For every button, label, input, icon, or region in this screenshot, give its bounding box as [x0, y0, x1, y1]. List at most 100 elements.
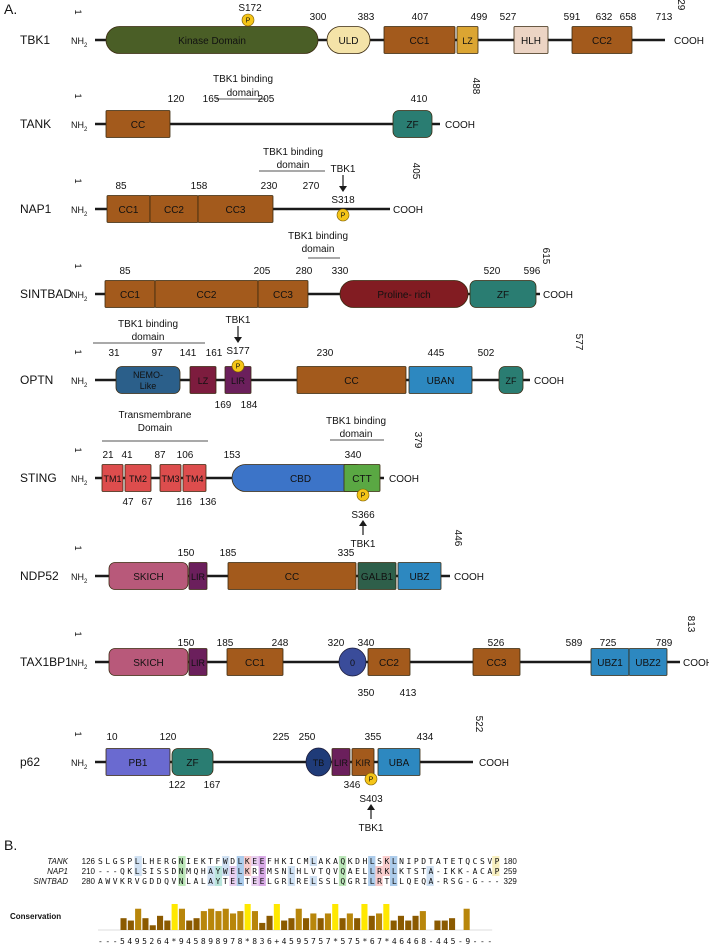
- residue-number: 383: [358, 12, 375, 23]
- domain-label: SKICH: [133, 658, 164, 669]
- domain-nemo-: NEMO-Like: [115, 366, 181, 394]
- residue-number: 10: [106, 732, 118, 743]
- domain-label: UBZ2: [635, 658, 661, 669]
- domain-shape: [105, 26, 319, 54]
- domain-label: CC1: [118, 205, 138, 216]
- phosphate-letter: P: [361, 493, 366, 500]
- domain-label: LIR: [231, 376, 246, 386]
- conservation-bar: [120, 918, 127, 930]
- residue-number: 205: [254, 266, 271, 277]
- residue-number: 725: [600, 638, 617, 649]
- residue-number: 136: [200, 497, 217, 508]
- domain-shape: [197, 195, 274, 223]
- domain-lir: LIR: [331, 748, 351, 776]
- domain-label: TM2: [129, 474, 147, 484]
- domain-ubz1: UBZ1: [590, 648, 630, 676]
- domain-hlh: HLH: [513, 26, 549, 54]
- c-terminus: COOH: [674, 36, 704, 47]
- domain-label: CC2: [164, 205, 184, 216]
- phosphate-icon: [356, 488, 370, 502]
- residue-highlight: [178, 876, 186, 886]
- start-residue: 1: [73, 263, 83, 268]
- residue-number: 230: [261, 181, 278, 192]
- phosphate-icon: [336, 208, 350, 222]
- start-residue: 1: [73, 349, 83, 354]
- domain-label: LZ: [462, 36, 473, 46]
- residue-highlight: [251, 856, 259, 866]
- residue-highlight: [207, 876, 215, 886]
- kinase-label: TBK1: [225, 315, 250, 326]
- kinase-label: TBK1: [350, 539, 375, 550]
- conservation-bar: [193, 918, 200, 930]
- conservation-bar: [171, 904, 178, 930]
- protein-name: TAX1BP1: [20, 655, 72, 669]
- domain-shape: [571, 26, 633, 54]
- annotation: TBK1 binding: [263, 147, 323, 158]
- domain-zf: ZF: [498, 366, 524, 394]
- domain-pb1: PB1: [105, 748, 171, 776]
- domain-label: TM3: [162, 474, 180, 484]
- residue-number: 153: [224, 450, 241, 461]
- sequence-start: 126: [82, 857, 96, 866]
- end-residue: 446: [452, 530, 463, 547]
- domain-cc1: CC1: [383, 26, 456, 54]
- conservation-bar: [127, 920, 134, 930]
- domain-tm1: TM1: [101, 464, 124, 492]
- start-residue: 1: [73, 631, 83, 636]
- residue-number: 205: [258, 94, 275, 105]
- domain-shape: [189, 366, 217, 394]
- end-residue: 615: [540, 248, 551, 265]
- domain-label: ZF: [186, 758, 198, 769]
- residue-highlight: [426, 876, 434, 886]
- domain-shape: [513, 26, 549, 54]
- domain-label: GALB1: [361, 572, 394, 583]
- annotation: domain: [132, 332, 165, 343]
- domain-cc2: CC2: [149, 195, 199, 223]
- domain-label: ZF: [497, 290, 509, 301]
- residue-number: 410: [411, 94, 428, 105]
- residue-highlight: [375, 866, 383, 876]
- conservation-bar: [295, 908, 302, 930]
- residue-number: 185: [220, 548, 237, 559]
- residue-number: 300: [310, 12, 327, 23]
- annotation: domain: [340, 429, 373, 440]
- residue-highlight: [214, 876, 223, 886]
- domain-kir: KIR: [351, 748, 375, 776]
- start-residue: 1: [73, 9, 83, 14]
- protein-name: NDP52: [20, 569, 59, 583]
- domain-label: CC2: [379, 658, 399, 669]
- conservation-bar: [332, 904, 339, 930]
- domain-label: CC: [131, 120, 145, 131]
- annotation: domain: [302, 244, 335, 255]
- end-residue: 729: [675, 0, 686, 11]
- domain-shape: [305, 747, 332, 777]
- protein-name: TBK1: [20, 33, 50, 47]
- conservation-bar: [266, 915, 273, 930]
- domain-label: CC: [285, 572, 299, 583]
- panel-b-label: B.: [4, 837, 17, 853]
- domain-shape: [124, 464, 152, 492]
- residue-highlight: [309, 876, 317, 886]
- residue-highlight: [134, 856, 142, 866]
- conservation-bar: [222, 908, 229, 930]
- residue-highlight: [492, 866, 500, 876]
- c-terminus: COOH: [479, 758, 509, 769]
- domain-0: 0: [338, 647, 367, 677]
- domain-shape: [469, 280, 537, 308]
- n-terminus: NH2: [71, 758, 88, 771]
- domain-shape: [397, 562, 442, 590]
- domain-label: UBZ1: [597, 658, 623, 669]
- domain-label: ZF: [506, 376, 517, 386]
- residue-number: 85: [115, 181, 127, 192]
- domain-shape: [108, 562, 189, 590]
- residue-number: 270: [303, 181, 320, 192]
- domain-skich: SKICH: [108, 562, 189, 590]
- conservation-bar: [405, 920, 412, 930]
- domain-label: CC3: [225, 205, 245, 216]
